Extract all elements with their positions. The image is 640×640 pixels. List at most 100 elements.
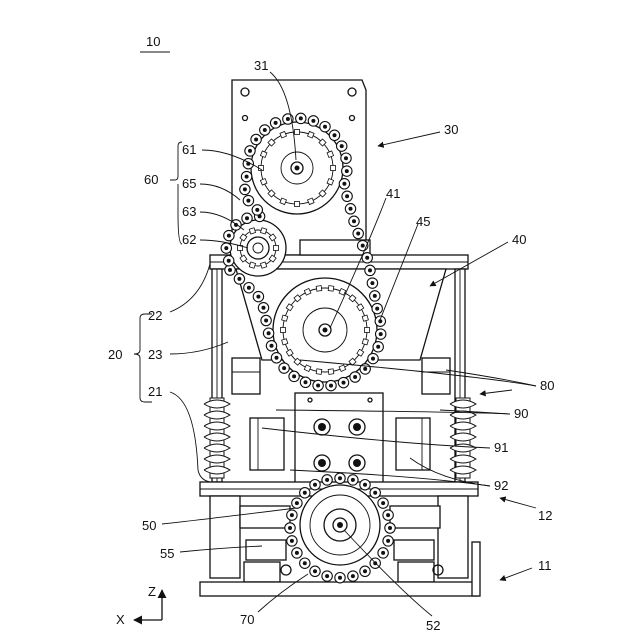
chain-pin <box>288 526 292 530</box>
chain-pin <box>227 234 231 238</box>
chain-pin <box>325 478 329 482</box>
spring-coil <box>204 433 230 441</box>
chain-pin <box>246 199 250 203</box>
chain-pin <box>338 476 342 480</box>
label-45: 45 <box>416 214 430 229</box>
chain-pin <box>262 306 266 310</box>
chain-pin <box>303 491 307 495</box>
spring-coil <box>450 455 476 463</box>
sprocket-tooth <box>260 228 266 234</box>
chain-pin <box>295 501 299 505</box>
label-92: 92 <box>494 478 508 493</box>
chain-pin <box>237 277 241 281</box>
chain-pin <box>313 569 317 573</box>
label-23: 23 <box>148 347 162 362</box>
label-22: 22 <box>148 308 162 323</box>
label-65: 65 <box>182 176 196 191</box>
spring-coil <box>204 411 230 419</box>
chain-pin <box>245 216 249 220</box>
chain-pin <box>353 375 357 379</box>
chain-pin <box>264 319 268 323</box>
sprocket-tooth <box>282 315 288 321</box>
label-55: 55 <box>160 546 174 561</box>
chain-pin <box>345 169 349 173</box>
chain-pin <box>267 331 271 335</box>
chain-pin <box>228 268 232 272</box>
label-31: 31 <box>254 58 268 73</box>
sprocket-tooth <box>295 130 300 135</box>
coordinate-axes: Z X <box>116 584 162 627</box>
chain-pin <box>323 125 327 129</box>
chain-pin <box>227 259 231 263</box>
spring-coil <box>204 422 230 430</box>
chain-pin <box>345 194 349 198</box>
chain-pin <box>290 539 294 543</box>
spring-coil <box>450 466 476 474</box>
label-80: 80 <box>540 378 554 393</box>
chain-pin <box>373 294 377 298</box>
spring-coil <box>204 455 230 463</box>
label-30: 30 <box>444 122 458 137</box>
chain-pin <box>381 501 385 505</box>
label-91: 91 <box>494 440 508 455</box>
label-63: 63 <box>182 204 196 219</box>
chain-pin <box>351 478 355 482</box>
chain-pin <box>379 332 383 336</box>
chain-pin <box>255 208 259 212</box>
chain-pin <box>329 384 333 388</box>
chain-pin <box>368 268 372 272</box>
chain-pin <box>224 246 228 250</box>
label-40: 40 <box>512 232 526 247</box>
sprocket-tooth <box>362 315 368 321</box>
chain-pin <box>303 561 307 565</box>
sprocket-tooth <box>331 166 336 171</box>
label-11: 11 <box>538 558 552 573</box>
spring-coil <box>204 400 230 408</box>
chain-pin <box>363 483 367 487</box>
chain-pin <box>256 295 260 299</box>
chain-pin <box>295 551 299 555</box>
label-20: 20 <box>108 347 122 362</box>
chain-pin <box>388 526 392 530</box>
chain-pin <box>245 175 249 179</box>
label-41: 41 <box>386 186 400 201</box>
chain-pin <box>349 207 353 211</box>
label-52: 52 <box>426 618 440 633</box>
label-62: 62 <box>182 232 196 247</box>
label-50: 50 <box>142 518 156 533</box>
label-fig: 10 <box>146 34 160 49</box>
chain-pin <box>342 381 346 385</box>
chain-pin <box>361 244 365 248</box>
chain-pin <box>290 513 294 517</box>
chain-pin <box>313 483 317 487</box>
sprocket-tooth <box>316 286 322 292</box>
sprocket-tooth <box>282 339 288 345</box>
chain-pin <box>292 374 296 378</box>
chain-pin <box>304 380 308 384</box>
sprocket-tooth <box>274 246 279 251</box>
left-spring-column <box>204 398 230 478</box>
spring-coil <box>450 422 476 430</box>
chain-pin <box>375 307 379 311</box>
chain-pin <box>333 133 337 137</box>
label-70: 70 <box>240 612 254 627</box>
chain-pin <box>311 119 315 123</box>
chain-pin <box>254 138 258 142</box>
chain-pin <box>248 149 252 153</box>
axis-z-label: Z <box>148 584 156 599</box>
sprocket-tooth <box>249 262 255 268</box>
chain-pin <box>316 384 320 388</box>
sprocket-tooth <box>281 328 286 333</box>
chain-pin <box>363 569 367 573</box>
spring-coil <box>450 444 476 452</box>
chain-pin <box>286 117 290 121</box>
spring-coil <box>204 444 230 452</box>
chain-pin <box>243 187 247 191</box>
chain-pin <box>365 256 369 260</box>
axis-x-label: X <box>116 612 125 627</box>
chain-pin <box>352 219 356 223</box>
chain-pin <box>275 356 279 360</box>
label-61: 61 <box>182 142 196 157</box>
sprocket-tooth <box>362 339 368 345</box>
